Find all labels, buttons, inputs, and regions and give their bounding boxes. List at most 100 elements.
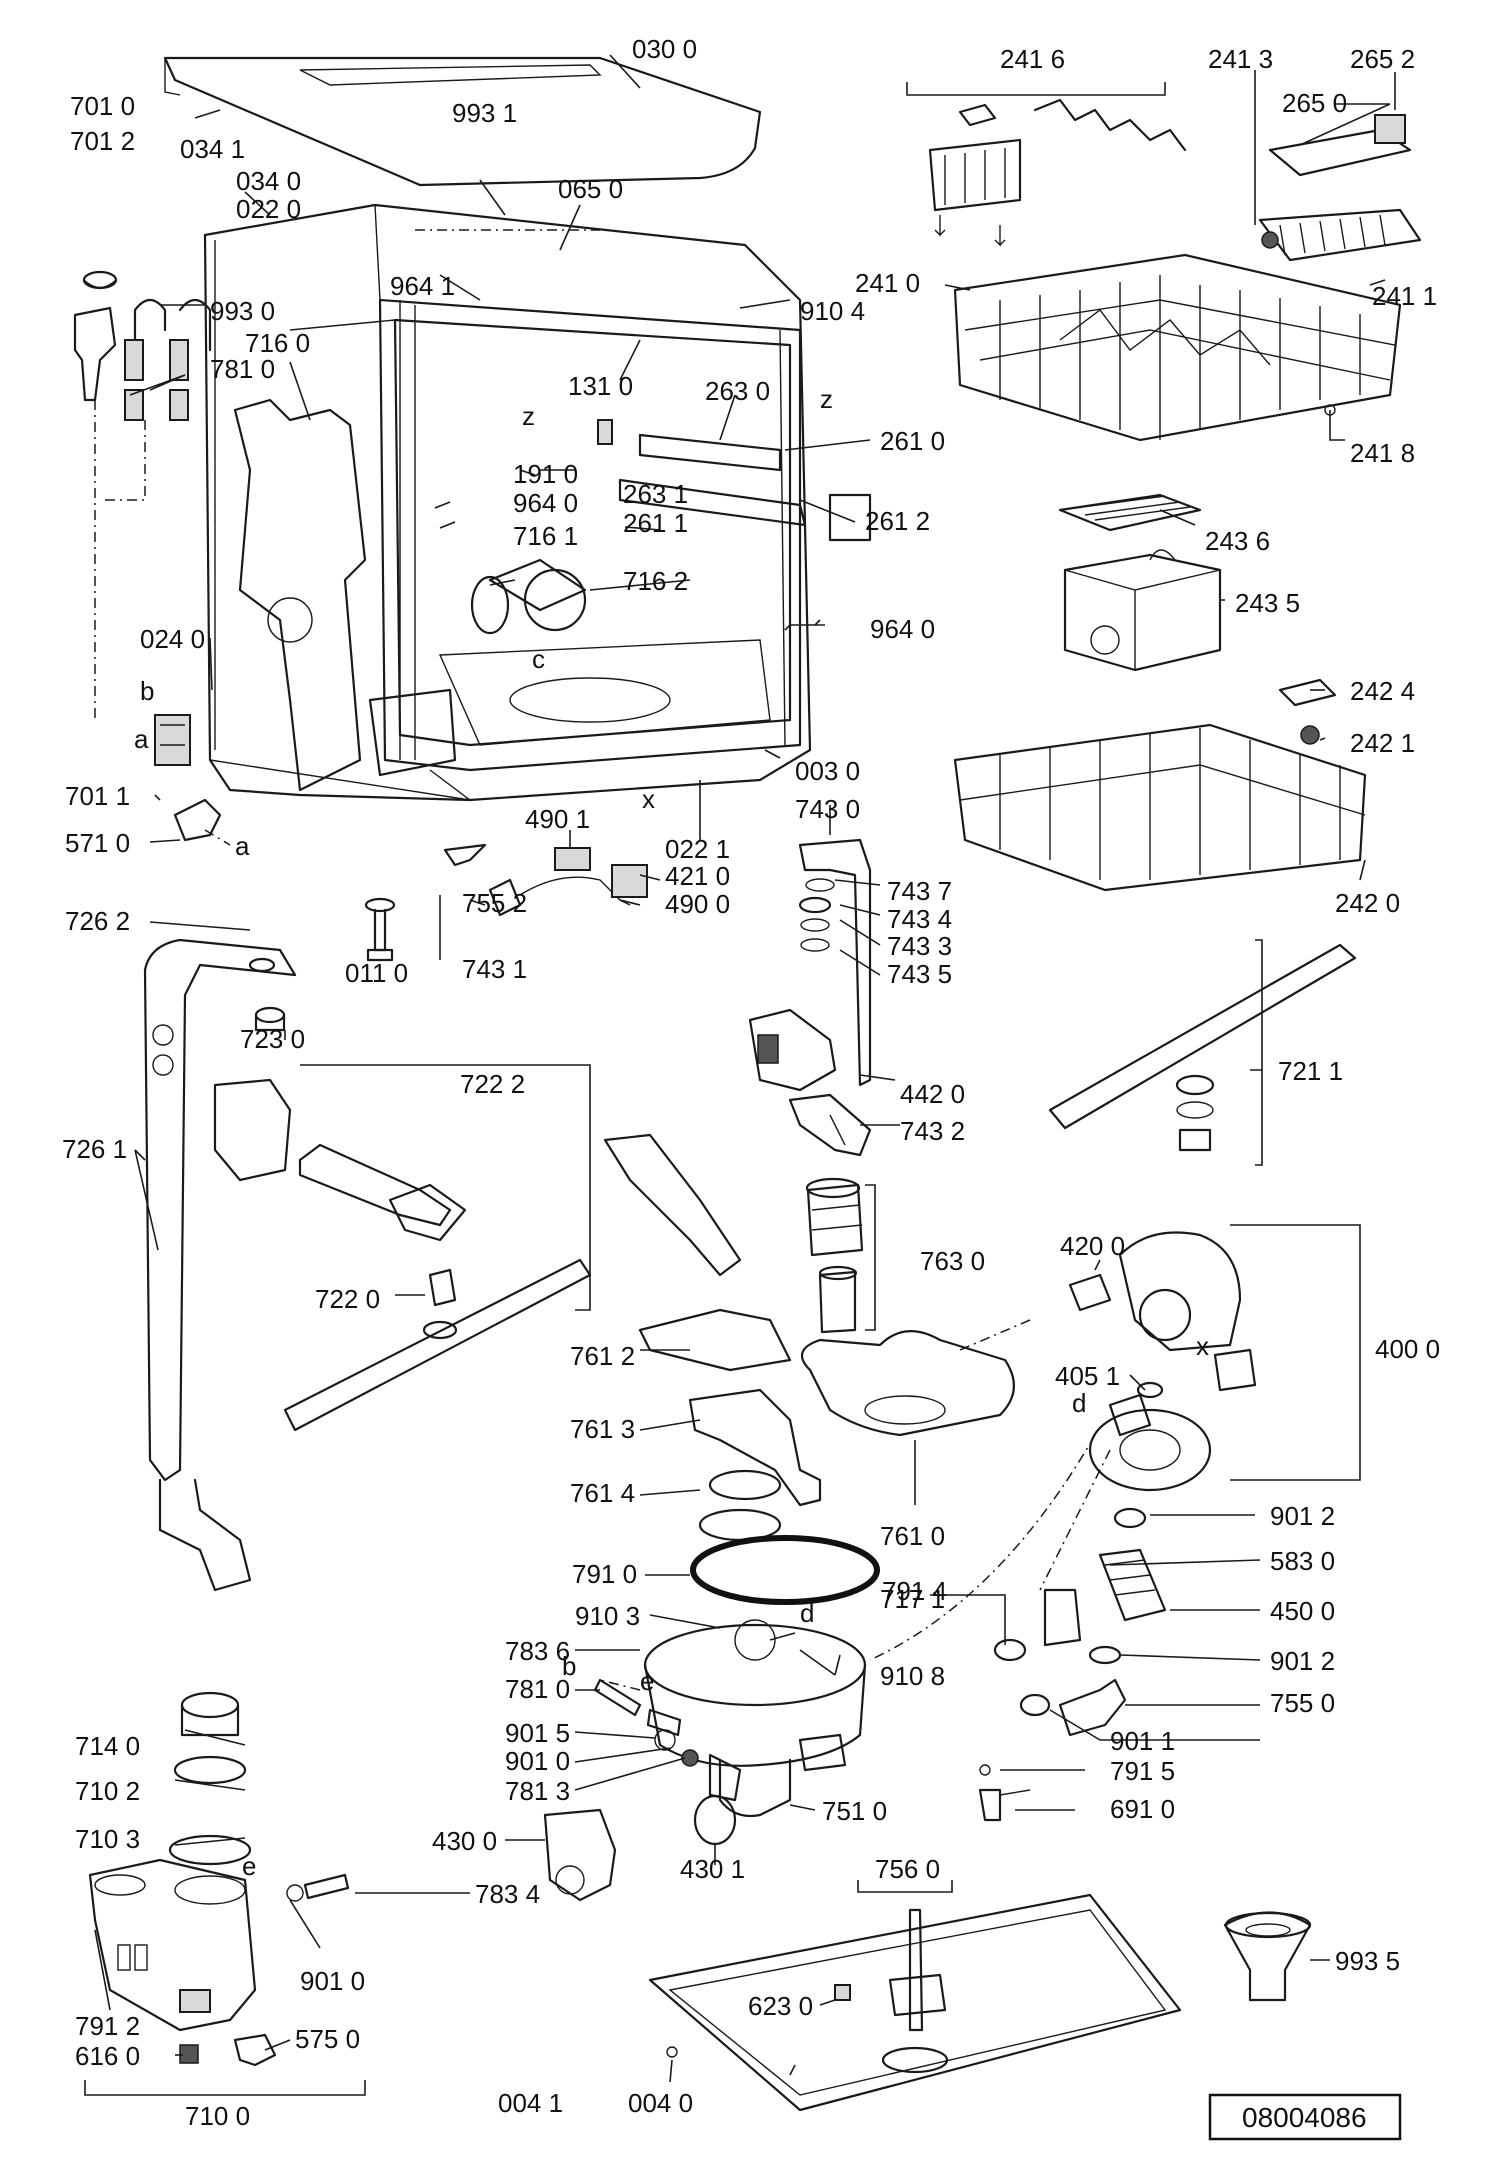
label-901-2a: 901 2 bbox=[1270, 1501, 1335, 1531]
label-242-0: 242 0 bbox=[1335, 888, 1400, 918]
label-761-2: 761 2 bbox=[570, 1341, 635, 1371]
label-242-4: 242 4 bbox=[1350, 676, 1415, 706]
sump-part bbox=[643, 1619, 867, 1818]
label-751-0: 751 0 bbox=[822, 1796, 887, 1826]
label-791-0: 791 0 bbox=[572, 1559, 637, 1589]
label-421-0: 421 0 bbox=[665, 861, 730, 891]
label-571-0: 571 0 bbox=[65, 828, 130, 858]
letter-c-1: c bbox=[532, 644, 545, 674]
label-003-0: 003 0 bbox=[795, 756, 860, 786]
label-575-0: 575 0 bbox=[295, 2024, 360, 2054]
upper-spray-arm-part bbox=[213, 1078, 592, 1432]
leader-lines bbox=[84, 54, 1396, 2096]
label-791-2: 791 2 bbox=[75, 2011, 140, 2041]
drawing-number: 08004086 bbox=[1242, 2102, 1367, 2133]
lower-basket-part bbox=[953, 678, 1367, 892]
hinge-part bbox=[154, 714, 191, 766]
label-722-0: 722 0 bbox=[315, 1284, 380, 1314]
lower-spray-arm-part bbox=[1048, 943, 1357, 1152]
label-716-0: 716 0 bbox=[245, 328, 310, 358]
label-243-5: 243 5 bbox=[1235, 588, 1300, 618]
label-490-0: 490 0 bbox=[665, 889, 730, 919]
label-716-1: 716 1 bbox=[513, 521, 578, 551]
cable-part bbox=[443, 843, 648, 917]
label-717-1: 717 1 bbox=[880, 1584, 945, 1614]
label-430-1: 430 1 bbox=[680, 1854, 745, 1884]
label-243-6: 243 6 bbox=[1205, 526, 1270, 556]
label-710-0: 710 0 bbox=[185, 2101, 250, 2131]
hose-clamp-part bbox=[286, 1873, 350, 1902]
label-242-1: 242 1 bbox=[1350, 728, 1415, 758]
label-910-3: 910 3 bbox=[575, 1601, 640, 1631]
letter-x-2: x bbox=[1196, 1331, 1209, 1361]
label-721-1: 721 1 bbox=[1278, 1056, 1343, 1086]
label-901-5: 901 5 bbox=[505, 1718, 570, 1748]
label-710-2: 710 2 bbox=[75, 1776, 140, 1806]
label-034-0: 034 0 bbox=[236, 166, 301, 196]
cabinet-tub-part bbox=[203, 203, 812, 802]
label-004-1: 004 1 bbox=[498, 2088, 563, 2118]
label-241-3: 241 3 bbox=[1208, 44, 1273, 74]
label-265-0: 265 0 bbox=[1282, 88, 1347, 118]
funnel-part bbox=[1223, 1911, 1312, 2002]
label-616-0: 616 0 bbox=[75, 2041, 140, 2071]
rail-parts bbox=[597, 419, 872, 542]
worktop-part bbox=[163, 56, 762, 187]
label-263-0: 263 0 bbox=[705, 376, 770, 406]
label-993-0: 993 0 bbox=[210, 296, 275, 326]
label-763-0: 763 0 bbox=[920, 1246, 985, 1276]
label-901-2b: 901 2 bbox=[1270, 1646, 1335, 1676]
label-623-0: 623 0 bbox=[748, 1991, 813, 2021]
label-993-5: 993 5 bbox=[1335, 1946, 1400, 1976]
label-405-1: 405 1 bbox=[1055, 1361, 1120, 1391]
label-442-0: 442 0 bbox=[900, 1079, 965, 1109]
label-691-0: 691 0 bbox=[1110, 1794, 1175, 1824]
drain-pump-part bbox=[543, 1794, 737, 1902]
label-761-3: 761 3 bbox=[570, 1414, 635, 1444]
label-901-0a: 901 0 bbox=[505, 1746, 570, 1776]
label-131-0: 131 0 bbox=[568, 371, 633, 401]
letter-x-1: x bbox=[642, 784, 655, 814]
letter-z-1: z bbox=[522, 401, 535, 431]
label-701-2: 701 2 bbox=[70, 126, 135, 156]
label-583-0: 583 0 bbox=[1270, 1546, 1335, 1576]
label-791-4: 791 4 bbox=[882, 1576, 947, 1606]
letter-e-2: e bbox=[242, 1851, 256, 1881]
label-716-2: 716 2 bbox=[623, 566, 688, 596]
letter-d-2: d bbox=[800, 1598, 814, 1628]
label-783-4: 783 4 bbox=[475, 1879, 540, 1909]
label-723-0: 723 0 bbox=[240, 1024, 305, 1054]
label-761-0: 761 0 bbox=[880, 1521, 945, 1551]
label-710-3: 710 3 bbox=[75, 1824, 140, 1854]
pump-hoses-part bbox=[978, 1507, 1167, 1822]
label-714-0: 714 0 bbox=[75, 1731, 140, 1761]
label-241-6: 241 6 bbox=[1000, 44, 1065, 74]
label-743-2: 743 2 bbox=[900, 1116, 965, 1146]
label-450-0: 450 0 bbox=[1270, 1596, 1335, 1626]
label-241-8: 241 8 bbox=[1350, 438, 1415, 468]
label-011-0: 011 0 bbox=[345, 958, 408, 988]
label-910-4: 910 4 bbox=[800, 296, 865, 326]
label-024-0: 024 0 bbox=[140, 624, 205, 654]
drawing-number-box: 08004086 bbox=[1208, 2093, 1402, 2141]
label-761-4: 761 4 bbox=[570, 1478, 635, 1508]
assembly-lines bbox=[94, 229, 1111, 1691]
label-261-1: 261 1 bbox=[623, 508, 688, 538]
sump-gasket-part bbox=[690, 1535, 880, 1605]
spray-arm-hub-part bbox=[254, 1006, 286, 1032]
letter-b-1: b bbox=[140, 676, 154, 706]
side-insulation-part bbox=[233, 398, 367, 792]
label-783-6: 783 6 bbox=[505, 1636, 570, 1666]
label-910-8: 910 8 bbox=[880, 1661, 945, 1691]
water-softener-part bbox=[88, 1691, 277, 2067]
left-hoses-part bbox=[73, 270, 212, 421]
water-pipe-part bbox=[143, 938, 297, 1592]
part-labels: 030 0 993 1 701 0 701 2 034 1 034 0 022 … bbox=[62, 34, 1440, 2131]
connection-letters: z z c b a a x x d d b e e bbox=[134, 384, 1209, 1881]
upper-basket-part bbox=[953, 253, 1402, 442]
label-755-0: 755 0 bbox=[1270, 1688, 1335, 1718]
label-781-0a: 781 0 bbox=[210, 354, 275, 384]
label-261-2: 261 2 bbox=[865, 506, 930, 536]
